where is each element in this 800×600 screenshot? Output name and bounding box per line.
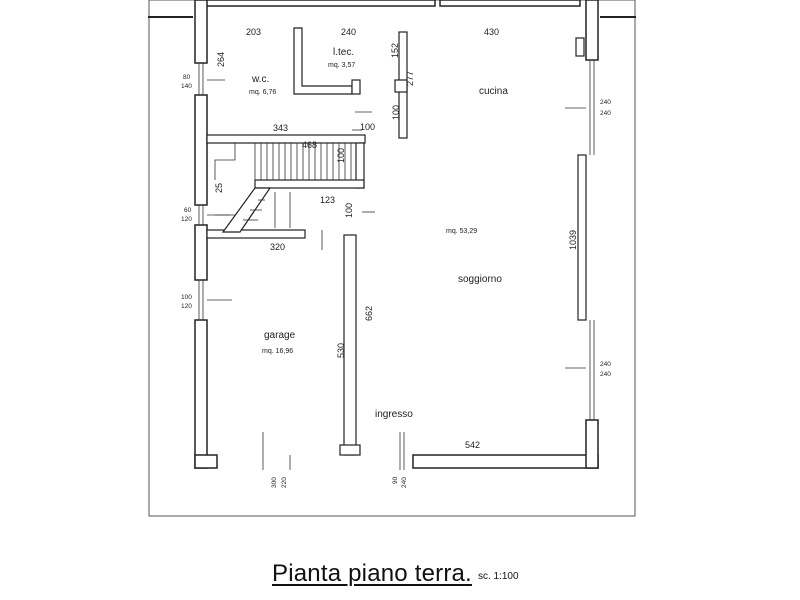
dim-label: 530 xyxy=(336,343,346,358)
dim-label: 277 xyxy=(405,71,415,86)
room-area-ltec: mq. 3,57 xyxy=(328,62,355,69)
window-dim-top: 60 xyxy=(184,207,192,214)
dim-label: 343 xyxy=(273,123,288,133)
window-dim-bottom: 120 xyxy=(181,303,192,310)
dim-label: 1039 xyxy=(568,230,578,250)
dim-label: 542 xyxy=(465,440,480,450)
window-dim-bottom: 120 xyxy=(181,216,192,223)
dim-label: 123 xyxy=(320,195,335,205)
plot-boundary xyxy=(148,0,636,517)
dim-label: 152 xyxy=(390,43,400,58)
room-area-garage: mq. 16,96 xyxy=(262,348,293,355)
dim-label: 100 xyxy=(360,122,375,132)
window-dim-top: 240 xyxy=(600,99,611,106)
dim-label: 662 xyxy=(364,306,374,321)
staircase xyxy=(214,143,352,233)
room-name-cucina: cucina xyxy=(479,86,508,97)
dim-label: 320 xyxy=(270,242,285,252)
dim-label: 240 xyxy=(341,27,356,37)
dim-label: 264 xyxy=(216,52,226,67)
window-dim-bottom: 240 xyxy=(401,477,408,488)
window-dim-bottom: 240 xyxy=(600,371,611,378)
room-name-garage: garage xyxy=(264,330,296,341)
window-dim-top: 80 xyxy=(183,74,191,81)
exterior-walls xyxy=(194,0,599,469)
dim-label: 100 xyxy=(344,203,354,218)
dim-label: 25 xyxy=(214,183,224,193)
door-marks xyxy=(207,79,586,470)
interior-walls xyxy=(206,27,587,456)
room-area-wc: mq. 6,76 xyxy=(249,89,276,96)
plan-title: Pianta piano terra. xyxy=(272,560,472,587)
room-name-soggiorno: soggiorno xyxy=(458,274,502,285)
dim-label: 100 xyxy=(391,105,401,120)
plan-caption: Pianta piano terra. sc. 1:100 xyxy=(272,560,519,588)
plan-scale: sc. 1:100 xyxy=(477,571,519,582)
window-dim-bottom: 140 xyxy=(181,83,192,90)
room-name-ltec: l.tec. xyxy=(333,47,354,58)
window-dim-top: 90 xyxy=(392,476,399,484)
dim-label: 100 xyxy=(336,148,346,163)
top-wall xyxy=(439,0,581,7)
room-name-ingresso: ingresso xyxy=(375,409,413,420)
window-dim-bottom: 220 xyxy=(281,477,288,488)
window-dim-top: 240 xyxy=(600,361,611,368)
window-dim-top: 100 xyxy=(181,294,192,301)
window-openings xyxy=(198,60,595,420)
dim-label: 468 xyxy=(302,140,317,150)
window-dim-top: 300 xyxy=(271,477,278,488)
room-area-soggiorno: mq. 53,29 xyxy=(446,228,477,235)
room-name-wc: w.c. xyxy=(251,74,269,85)
window-dim-bottom: 240 xyxy=(600,110,611,117)
top-wall xyxy=(202,0,436,7)
dim-label: 430 xyxy=(484,27,499,37)
dim-label: 203 xyxy=(246,27,261,37)
